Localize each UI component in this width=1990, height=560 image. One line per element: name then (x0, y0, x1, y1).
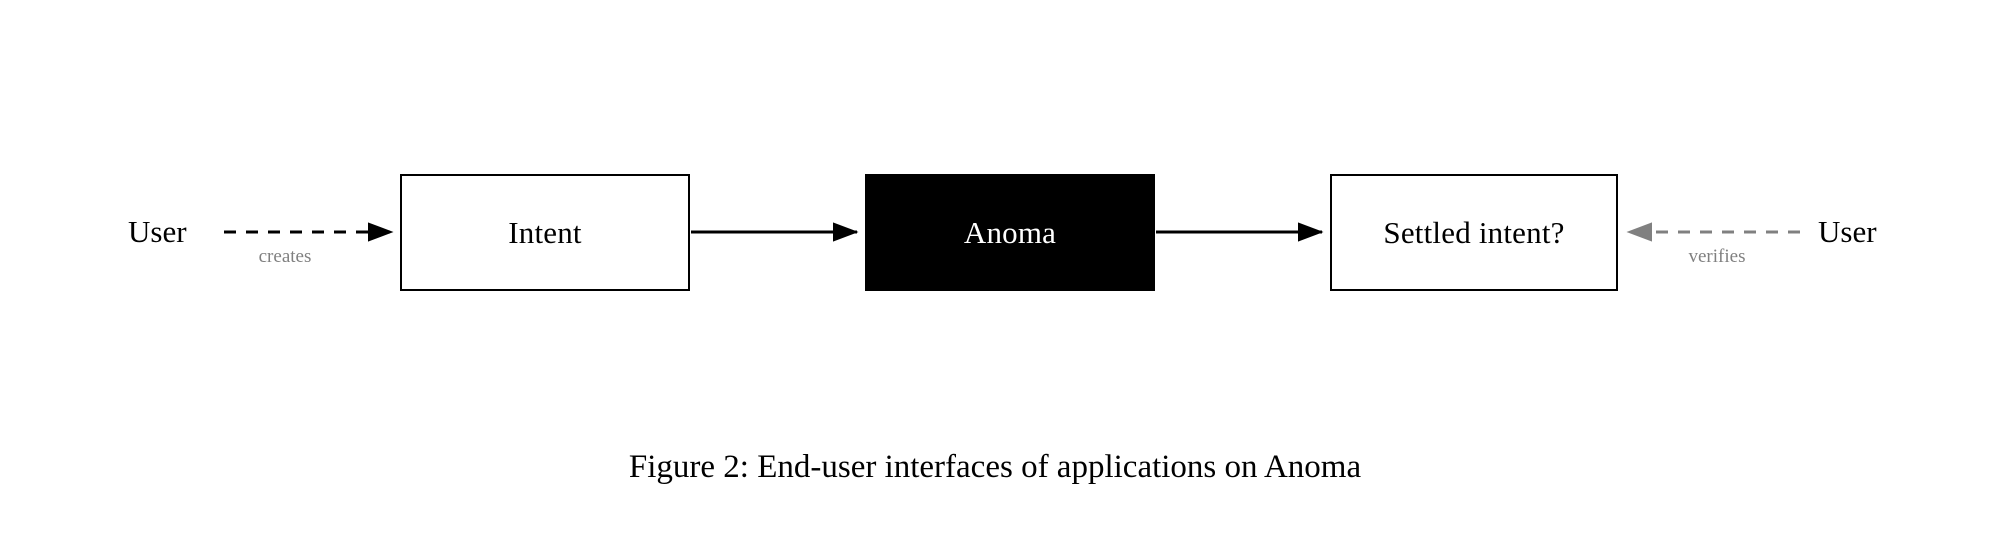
node-settled-intent[interactable]: Settled intent? (1330, 174, 1618, 291)
node-anoma[interactable]: Anoma (865, 174, 1155, 291)
node-intent-label: Intent (508, 214, 582, 250)
actor-user-left: User (128, 214, 187, 249)
node-settled-intent-label: Settled intent? (1383, 214, 1565, 250)
edge-label-creates: creates (258, 246, 312, 267)
node-intent[interactable]: Intent (400, 174, 690, 291)
edge-label-verifies: verifies (1688, 246, 1746, 267)
actor-user-right: User (1818, 214, 1877, 249)
node-anoma-label: Anoma (963, 214, 1057, 250)
figure-caption: Figure 2: End-user interfaces of applica… (628, 449, 1362, 485)
